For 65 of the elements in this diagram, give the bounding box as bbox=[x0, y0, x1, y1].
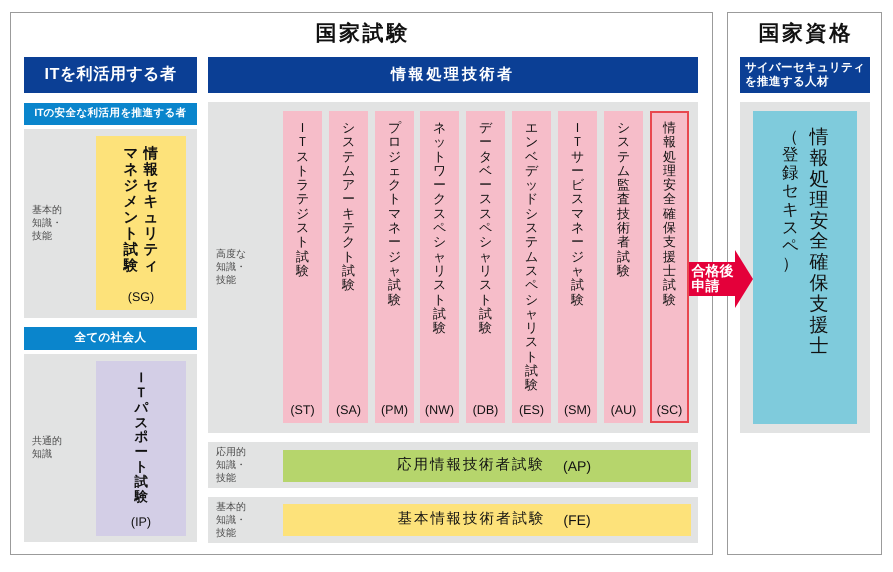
qualification-alias: （登録セキスペ） bbox=[782, 128, 798, 274]
level-panel bbox=[740, 102, 870, 433]
level-panel bbox=[24, 129, 197, 318]
level-label: 共通的知識 bbox=[32, 435, 63, 461]
heading-bar bbox=[24, 57, 197, 93]
exam-card bbox=[96, 136, 186, 310]
exam-card bbox=[558, 111, 597, 423]
exam-code: (IP) bbox=[130, 515, 152, 530]
exam-name: ネットワークスペシャリスト試験 bbox=[433, 121, 446, 336]
group-heading: 情報処理技術者 bbox=[391, 64, 515, 85]
exam-code: (AU) bbox=[610, 403, 636, 418]
exam-name: プロジェクトマネージャ試験 bbox=[388, 121, 401, 307]
exam-name: 情報処理安全確保支援士試験 bbox=[663, 121, 676, 307]
exam-code: (SG) bbox=[128, 290, 154, 305]
level-panel bbox=[208, 497, 698, 543]
exam-name: ＩＴサービスマネージャ試験 bbox=[571, 121, 584, 307]
exam-name: 情報セキュリティマネジメント試験 bbox=[124, 147, 158, 276]
level-label: 応用的知識・技能 bbox=[216, 446, 247, 484]
exam-card bbox=[375, 111, 414, 423]
exam-name: ＩＴストラテジスト試験 bbox=[296, 121, 309, 278]
level-panel bbox=[24, 354, 197, 542]
exam-card bbox=[283, 111, 322, 423]
exam-code: (ST) bbox=[290, 403, 315, 418]
section-title: 国家試験 bbox=[314, 21, 410, 46]
level-label: 基本的知識・技能 bbox=[32, 204, 63, 243]
level-label: 基本的知識・技能 bbox=[216, 500, 247, 540]
heading-bar bbox=[24, 103, 197, 125]
exam-code: (PM) bbox=[380, 403, 408, 418]
exam-name: データベーススペシャリスト試験 bbox=[479, 121, 492, 336]
section-title: 国家資格 bbox=[758, 21, 853, 46]
exam-code: (SA) bbox=[336, 403, 361, 418]
heading-bar bbox=[24, 327, 197, 350]
block-arrow bbox=[689, 250, 753, 308]
exam-code: (NW) bbox=[424, 403, 454, 418]
exam-name: 応用情報技術者試験 bbox=[396, 456, 546, 476]
exam-card bbox=[329, 111, 368, 423]
exam-card bbox=[283, 450, 691, 482]
group-heading: ITの安全な利活用を推進する者 bbox=[34, 106, 187, 122]
exam-name: ＩＴパスポート試験 bbox=[134, 371, 148, 505]
group-heading: ITを利活用する者 bbox=[44, 64, 176, 85]
exam-code: (AP) bbox=[563, 456, 592, 476]
group-heading: サイバーセキュリティを推進する人材 bbox=[745, 60, 865, 90]
qualification-card bbox=[753, 111, 857, 424]
group-heading: 全ての社会人 bbox=[74, 330, 146, 346]
heading-bar bbox=[740, 57, 870, 93]
heading-bar bbox=[208, 57, 698, 93]
exam-card bbox=[650, 111, 689, 423]
qualification-name: 情報処理安全確保支援士 bbox=[809, 128, 828, 358]
level-label: 高度な知識・技能 bbox=[216, 248, 247, 287]
exam-card bbox=[283, 504, 691, 536]
exam-code: (FE) bbox=[563, 510, 591, 530]
exam-card bbox=[466, 111, 505, 423]
exam-card bbox=[420, 111, 459, 423]
exam-name: システムアーキテクト試験 bbox=[342, 121, 355, 293]
exam-name: 基本情報技術者試験 bbox=[397, 510, 546, 530]
exam-code: (SM) bbox=[564, 403, 592, 418]
exam-name: システム監査技術者試験 bbox=[617, 121, 630, 278]
exam-code: (ES) bbox=[519, 403, 544, 418]
exam-code: (DB) bbox=[472, 403, 498, 418]
exam-code: (SC) bbox=[656, 403, 682, 418]
exam-card bbox=[604, 111, 643, 423]
exam-card bbox=[512, 111, 551, 423]
exam-name: エンベデッドシステムスペシャリスト試験 bbox=[525, 121, 538, 393]
level-panel bbox=[208, 442, 698, 488]
edge-label: 合格後申請 bbox=[692, 264, 735, 294]
